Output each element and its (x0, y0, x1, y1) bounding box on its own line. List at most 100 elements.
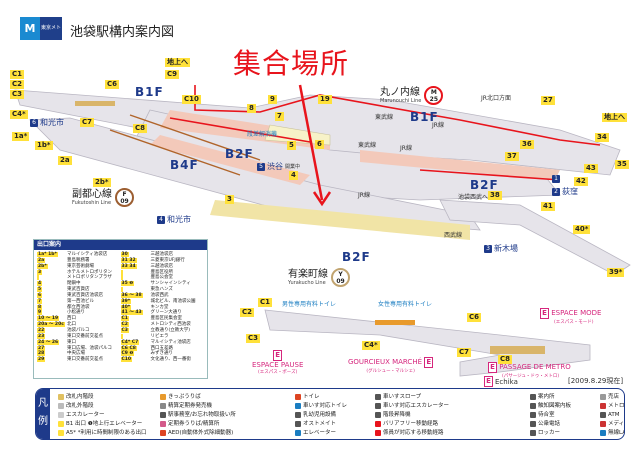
legend-icon (58, 429, 64, 436)
legend-item: オストメイト (295, 420, 336, 429)
exit-tag: 9 (268, 95, 277, 104)
exit-destination: 閉鎖中 (67, 281, 81, 287)
exit-destination: 三越池袋店 (150, 263, 174, 269)
legend-label: A5* *利用に時間制限のある出口 (66, 430, 147, 436)
exit-destination: 東京芸術劇場 (67, 263, 94, 269)
jr-line-label: JR線 (432, 122, 444, 129)
exit-tag: 39* (607, 268, 625, 277)
legend-icon (295, 411, 301, 418)
exit-destination: 豊島税務署 (67, 257, 90, 263)
exit-number: 23 (37, 333, 46, 339)
exit-number: C4* C7 (120, 339, 140, 345)
exit-number: 31 32 (120, 257, 137, 263)
exit-number: 30 (120, 252, 129, 257)
legend-item: 精算定期券発売機 (160, 402, 212, 411)
legend-item: メディアスポット (600, 420, 625, 429)
exit-guide-row: 1a* 1b*マルイシティ池袋店 (37, 252, 121, 258)
yurakucho-platform (210, 200, 470, 240)
legend-label: 定期券うりば/精算所 (168, 421, 220, 427)
jr-north-label: JR北口方面 (481, 95, 511, 102)
exit-tag: 1a* (12, 132, 30, 141)
meeting-arrow-head (312, 191, 332, 207)
exit-tag: 42 (574, 177, 588, 186)
exit-number (120, 269, 123, 275)
exit-guide-row: 40* キンカ堂 (120, 304, 205, 311)
legend-item: エレベーター (295, 429, 336, 438)
legend-label: きっぷうりば (168, 394, 201, 400)
exit-tag: 40* (573, 225, 591, 234)
ticket-area (75, 101, 115, 106)
legend-icon (375, 402, 381, 409)
shop-gourcieux-marche: GOURCIEUX MARCHÉ E(グルシュー・マルシェ) (348, 357, 434, 376)
exit-destination: 東口 (67, 339, 76, 345)
exit-destination: 池袋パルコ (67, 327, 90, 333)
exit-number: 7 (37, 298, 43, 304)
seibu-to-label: 池袋西武へ (458, 194, 489, 201)
echika-exit-tag: C2 (240, 308, 255, 317)
legend-label: 車いす対応トイレ (303, 403, 348, 409)
exit-number (37, 275, 39, 281)
page-title: 池袋駅構内案内図 (70, 25, 175, 40)
exit-number: 40* (120, 304, 132, 310)
exit-number: 29 (37, 357, 46, 363)
floor-label: B1F (410, 110, 439, 124)
exit-number: 27 (37, 345, 46, 351)
echika-ticket (375, 320, 415, 325)
marunouchi-track-west (169, 117, 311, 143)
legend-icon (530, 420, 536, 427)
exit-destination: キンカ堂 (150, 304, 169, 310)
exit-number: 8 (37, 304, 43, 310)
legend-item: A5* *利用に時間制限のある出口 (58, 429, 147, 438)
exit-tag: 2a (58, 156, 72, 165)
legend-item: 駅事務室/お忘れ物取扱い所 (160, 411, 236, 420)
exit-destination: 文化通り、西一番街 (150, 357, 191, 363)
legend-item: 売店 (600, 393, 619, 402)
exit-number: 39* (120, 298, 132, 304)
exit-number (120, 287, 123, 293)
legend-item: 階段昇降機 (375, 411, 411, 420)
legend-label: メディアスポット (608, 421, 625, 427)
exit-destination: 豊島公会堂 (150, 275, 174, 281)
exit-tag: C1 (10, 70, 25, 79)
legend-icon (600, 411, 606, 418)
echika-exit-tag: C4* (362, 341, 380, 350)
exit-tag: 38 (488, 191, 502, 200)
exit-tag: 37 (505, 152, 519, 161)
exit-destination: 豊島区役所 (150, 269, 174, 275)
exit-destination: 池袋西武 (150, 292, 169, 298)
exit-number: C2 (120, 322, 129, 328)
exit-destination: 中央広場 (67, 351, 85, 357)
legend-item: 乳幼児用設備 (295, 411, 336, 420)
exit-number: 6 (37, 292, 43, 298)
exit-tag: 27 (541, 96, 555, 105)
exit-destination: メトロポリタンプラザ (67, 275, 112, 281)
exit-destination: 東急ハンズ (150, 287, 173, 293)
exit-number: 2b* (37, 263, 48, 269)
legend-item: 車いす対応エスカレーター (375, 402, 449, 411)
exit-number: 22 (37, 327, 46, 333)
legend-side-label: 凡例 (36, 389, 50, 439)
exit-guide-row: 39*城北ビル、南池袋公園 (120, 298, 205, 305)
legend-label: 案内所 (538, 394, 555, 400)
exit-tag: 6 (315, 140, 324, 149)
exit-destination: サンシャインシティ (150, 281, 191, 287)
legend-icon (530, 411, 536, 418)
legend-icon (295, 402, 301, 409)
